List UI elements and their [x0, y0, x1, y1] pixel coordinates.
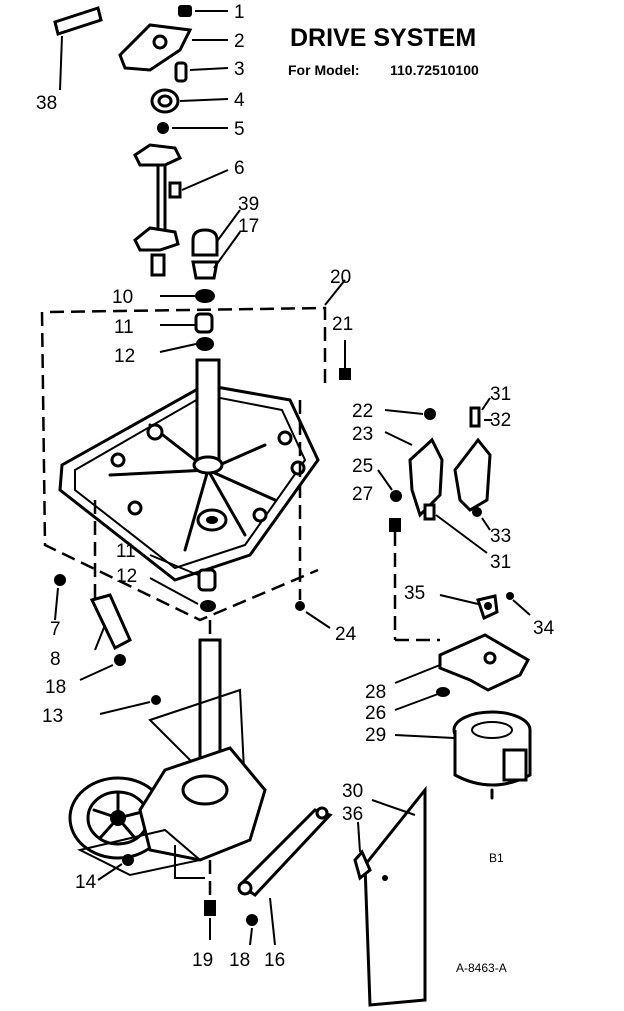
model-number: 110.72510100 [390, 62, 479, 78]
callout-7: 7 [50, 619, 61, 640]
callout-16: 16 [264, 950, 285, 971]
callout-labels: 1 2 3 4 5 6 38 39 17 20 10 11 12 21 22 2… [36, 2, 555, 971]
callout-4: 4 [234, 90, 245, 111]
part-19-bolt [204, 860, 216, 940]
part-ring-washer [150, 88, 229, 134]
diagram-title: DRIVE SYSTEM [290, 24, 476, 52]
callout-19: 19 [192, 950, 213, 971]
callout-3: 3 [234, 59, 245, 80]
callout-24: 24 [335, 624, 357, 645]
callout-35: 35 [404, 583, 425, 604]
part-6-shaft [133, 143, 229, 277]
callout-23: 23 [352, 424, 373, 445]
part-11-12-bottom [149, 554, 217, 612]
callout-18-left: 18 [45, 677, 66, 698]
callout-31-top: 31 [490, 384, 511, 405]
callout-11-top: 11 [114, 317, 134, 338]
callout-28: 28 [365, 682, 386, 703]
callout-38: 38 [36, 93, 57, 114]
model-label: For Model: [288, 62, 360, 78]
drawing-number: A-8463-A [456, 961, 507, 975]
part-base-plate [58, 358, 320, 582]
callout-8: 8 [50, 649, 61, 670]
callout-30: 30 [342, 781, 363, 802]
callout-14: 14 [75, 872, 97, 893]
callout-31-bottom: 31 [490, 552, 511, 573]
callout-36: 36 [342, 804, 363, 825]
callout-13: 13 [42, 706, 63, 727]
callout-33: 33 [490, 526, 511, 547]
callout-22: 22 [352, 401, 373, 422]
part-39-17-bumpers [191, 209, 241, 280]
callout-11-bottom: 11 [116, 541, 136, 562]
callout-12-top: 12 [114, 346, 135, 367]
part-34-35-fastener [439, 592, 531, 621]
part-31-32-33-bracket [453, 397, 492, 531]
callout-26: 26 [365, 703, 386, 724]
part-7-8-18-linkage [54, 500, 132, 681]
part-38-label [53, 6, 103, 91]
callout-39: 39 [238, 194, 259, 215]
part-10-11-12-top [159, 289, 215, 353]
part-top-cap-assembly [118, 5, 229, 83]
part-20-frame [49, 306, 327, 385]
callout-18-bottom: 18 [229, 950, 250, 971]
part-29-motor [394, 710, 532, 800]
callout-20: 20 [330, 267, 351, 288]
callout-25: 25 [352, 456, 373, 477]
footer-code: B1 [489, 851, 504, 865]
part-16-arm [237, 806, 333, 946]
part-28-motor-mount [394, 633, 531, 711]
part-24-screw [295, 400, 331, 629]
part-30-panel [353, 785, 427, 1007]
part-22-23-25-27-bracket [377, 408, 488, 642]
callout-29: 29 [365, 725, 386, 746]
callout-6: 6 [234, 158, 245, 179]
callout-17: 17 [238, 216, 259, 237]
part-transmission [68, 620, 267, 881]
part-21-screw [339, 340, 351, 380]
callout-2: 2 [234, 31, 245, 52]
callout-21: 21 [332, 314, 353, 335]
callout-32: 32 [490, 410, 511, 431]
callout-12-bottom: 12 [116, 566, 137, 587]
callout-1: 1 [234, 2, 245, 23]
callout-34: 34 [533, 618, 555, 639]
callout-27: 27 [352, 484, 373, 505]
callout-10: 10 [112, 287, 133, 308]
callout-5: 5 [234, 119, 245, 140]
